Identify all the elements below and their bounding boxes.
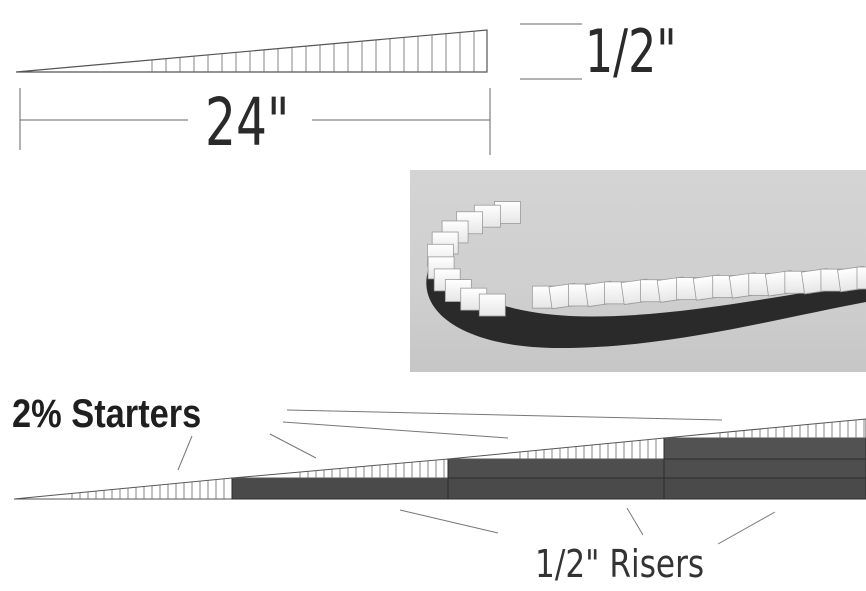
risers-label: 1/2" Risers xyxy=(535,542,705,586)
riser-block-3 xyxy=(663,437,866,460)
height-dimension-label: 1/2" xyxy=(585,17,677,87)
foam-block-chain xyxy=(426,201,866,317)
starter-hatching-3 xyxy=(519,438,657,459)
track-shadow xyxy=(426,248,866,348)
foam-block xyxy=(478,293,506,317)
starter-hatching-2 xyxy=(299,459,445,478)
starter-hatching-4 xyxy=(719,419,865,438)
render-illustration xyxy=(426,201,866,348)
riser-block-2 xyxy=(447,458,866,479)
starters-label: 2% Starters xyxy=(12,392,202,436)
riser-stack xyxy=(13,418,866,500)
risers-leaders xyxy=(399,507,776,545)
starter-wedge-4 xyxy=(663,418,866,439)
starter-wedge-1 xyxy=(13,477,233,500)
tapered-wedge-icon xyxy=(15,29,488,73)
riser-block-1 xyxy=(231,477,866,500)
starters-leaders xyxy=(177,409,723,471)
foam-block xyxy=(856,266,866,290)
curved-foam-track-render xyxy=(410,170,866,372)
wedge-hatching xyxy=(151,31,475,72)
starter-hatching-1 xyxy=(71,478,225,499)
length-dimension-label: 24" xyxy=(205,84,290,161)
